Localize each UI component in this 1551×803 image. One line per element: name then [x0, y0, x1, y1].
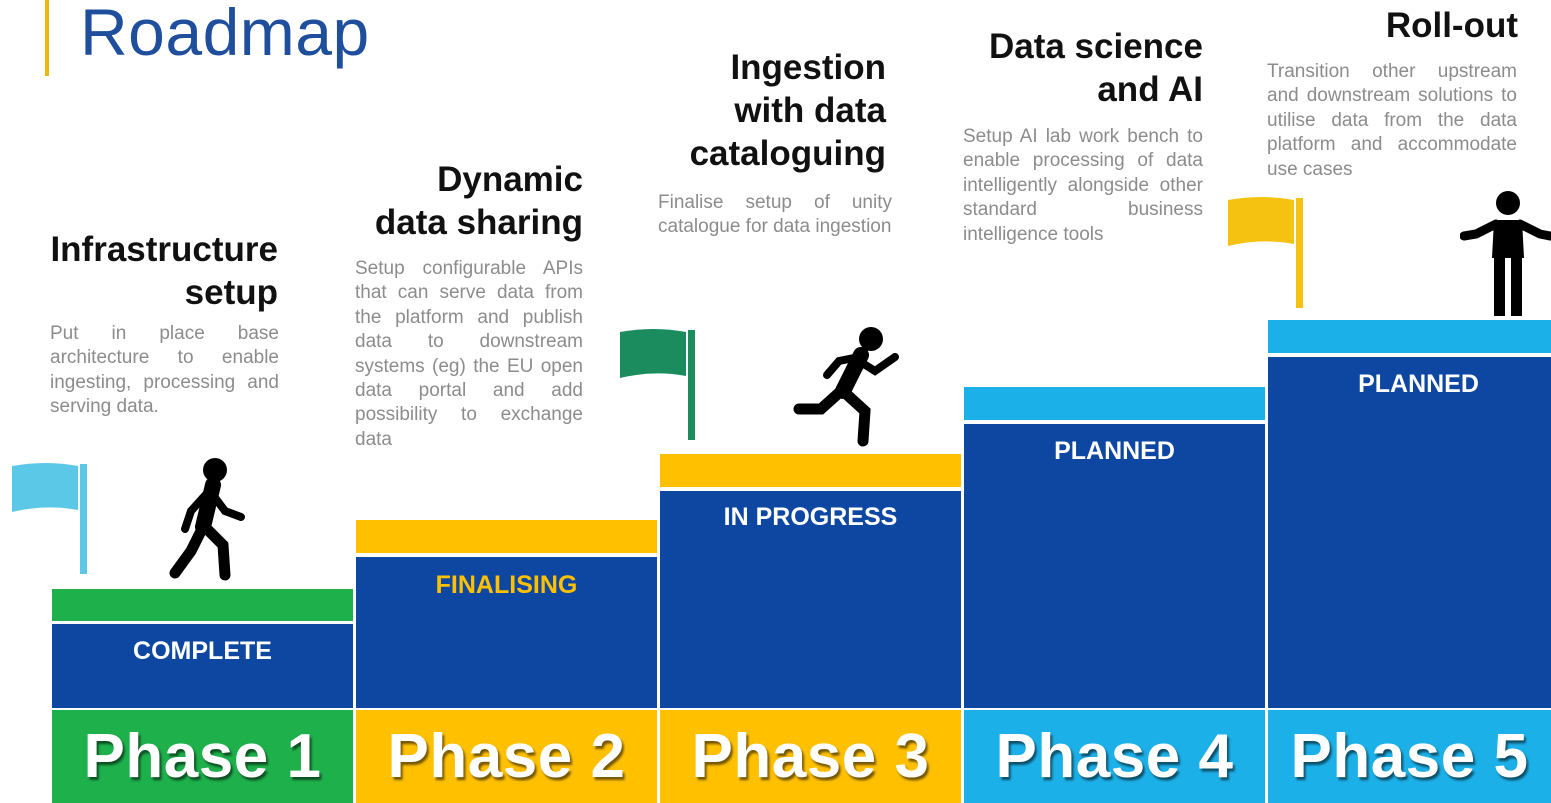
walking-person-icon — [169, 458, 245, 581]
phase-1-heading-line: Infrastructure — [50, 230, 278, 269]
title-accent-bar — [45, 0, 49, 76]
phase-2-label: Phase 2 — [387, 722, 626, 791]
phase-1-heading-line: setup — [184, 273, 278, 312]
phase-1-status: COMPLETE — [133, 637, 272, 665]
phase-2-step-cap — [356, 520, 657, 553]
phase-5-step-cap — [1268, 320, 1551, 353]
phase-5-heading: Roll-out — [1268, 4, 1518, 47]
phase-4-description: Setup AI lab work bench to enable proces… — [963, 126, 1203, 245]
phase-5-heading-line: Roll-out — [1385, 6, 1518, 45]
flag-icon — [620, 329, 695, 440]
phase-4-label: Phase 4 — [995, 722, 1234, 791]
phase-3-description: Finalise setup of unity catalogue for da… — [658, 192, 892, 238]
phase-2-heading-line: Dynamic — [437, 160, 583, 199]
phase-2-status: FINALISING — [435, 571, 578, 599]
phase-1-label: Phase 1 — [83, 722, 322, 791]
phase-5-status: PLANNED — [1358, 370, 1479, 398]
flag-icon — [1228, 197, 1303, 308]
flag-icon — [12, 463, 87, 574]
phase-3-tile: Phase 3 — [660, 710, 961, 803]
phase-4-heading: Data science and AI — [960, 25, 1203, 111]
phase-2-tile: Phase 2 — [356, 710, 657, 803]
phase-1-heading: Infrastructure setup — [40, 228, 278, 314]
phase-3-label: Phase 3 — [691, 722, 930, 791]
phase-4-heading-line: and AI — [1097, 70, 1203, 109]
standing-person-icon — [1460, 191, 1551, 316]
phase-1-step-cap — [52, 589, 353, 621]
phase-4-tile: Phase 4 — [964, 710, 1265, 803]
phase-5-tile: Phase 5 — [1268, 710, 1551, 803]
phase-2-heading-line: data sharing — [374, 203, 583, 242]
phase-2-step-block — [356, 557, 657, 708]
phase-4-heading-line: Data science — [988, 27, 1203, 66]
running-person-icon — [793, 327, 899, 447]
phase-3-heading: Ingestion with data cataloguing — [640, 46, 886, 175]
phase-5-step-block — [1268, 357, 1551, 708]
phase-5-label: Phase 5 — [1290, 722, 1529, 791]
phase-3-heading-line: with data — [734, 91, 886, 130]
phase-4-step-block — [964, 424, 1265, 708]
phase-4-status: PLANNED — [1054, 437, 1175, 465]
phase-1-description: Put in place base architecture to enable… — [50, 323, 279, 418]
phase-1-step-block — [52, 624, 353, 708]
phase-5-description: Transition other upstream and downstream… — [1267, 61, 1517, 180]
phase-1-tile: Phase 1 — [52, 710, 353, 803]
phase-3-step-cap — [660, 454, 961, 487]
phase-3-status: IN PROGRESS — [723, 503, 898, 531]
page-title: Roadmap — [80, 0, 370, 69]
phase-3-heading-line: Ingestion — [730, 48, 886, 87]
phase-2-heading: Dynamic data sharing — [340, 158, 583, 244]
phase-3-step-block — [660, 491, 961, 708]
phase-3-heading-line: cataloguing — [689, 134, 886, 173]
phase-4-step-cap — [964, 387, 1265, 420]
phase-2-description: Setup configurable APIs that can serve d… — [355, 258, 583, 450]
